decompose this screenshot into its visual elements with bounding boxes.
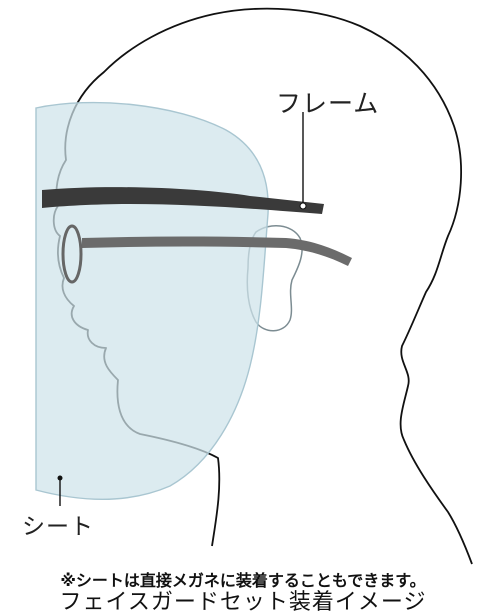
sheet-label: シート [22, 507, 94, 541]
image-caption: フェイスガードセット装着イメージ [0, 584, 486, 616]
frame-leader-dot [300, 203, 306, 209]
face-shield-sheet [36, 103, 268, 500]
sheet-leader-dot [58, 476, 63, 481]
frame-label: フレーム [276, 84, 379, 120]
